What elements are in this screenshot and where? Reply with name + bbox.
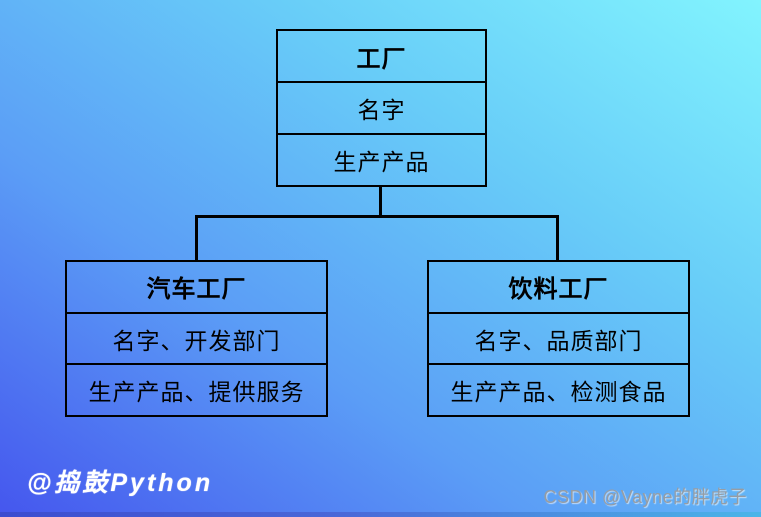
connector-left-stem (195, 215, 198, 260)
author-watermark: @捣鼓Python (27, 469, 214, 497)
platform-watermark: CSDN @Vayne的胖虎子 (543, 487, 747, 507)
connector-horizontal (195, 215, 559, 218)
car-factory-class-title: 汽车工厂 (67, 262, 326, 314)
beverage-factory-class-title: 饮料工厂 (429, 262, 688, 314)
connector-root-stem (379, 187, 382, 217)
bottom-edge-strip (0, 512, 761, 517)
beverage-factory-attributes-row: 名字、品质部门 (429, 314, 688, 366)
beverage-factory-methods-row: 生产产品、检测食品 (450, 379, 667, 406)
connector-right-stem (556, 215, 559, 260)
factory-methods-row: 生产产品 (333, 149, 430, 175)
car-factory-methods-row: 生产产品、提供服务 (88, 379, 305, 406)
factory-attributes-row: 名字 (278, 83, 485, 135)
beverage-factory-class-box: 饮料工厂 名字、品质部门 生产产品、检测食品 (427, 260, 690, 417)
car-factory-class-box: 汽车工厂 名字、开发部门 生产产品、提供服务 (65, 260, 328, 417)
factory-class-title: 工厂 (278, 31, 485, 83)
factory-class-box: 工厂 名字 生产产品 (276, 29, 487, 187)
car-factory-attributes-row: 名字、开发部门 (67, 314, 326, 366)
